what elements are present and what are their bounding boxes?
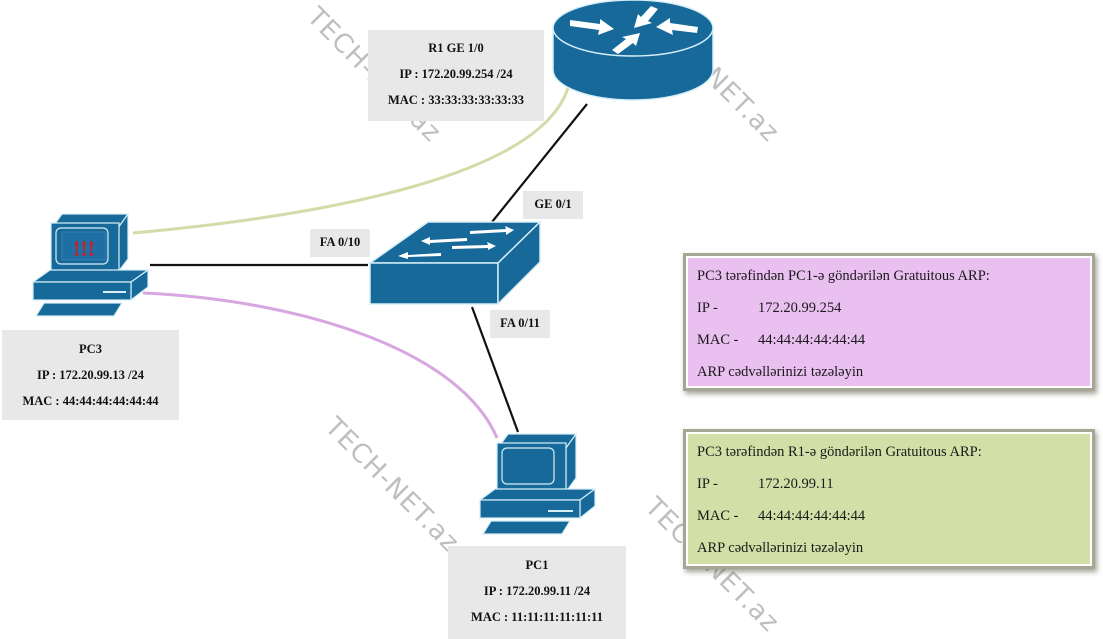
- arp-ip-key: IP -: [697, 476, 718, 492]
- arp-ip-value: 172.20.99.11: [758, 476, 834, 492]
- arp-note: ARP cədvəllərinizi təzələyin: [697, 364, 864, 380]
- r1-info-label: R1 GE 1/0 IP : 172.20.99.254 /24 MAC : 3…: [368, 30, 544, 121]
- arp-mac-value: 44:44:44:44:44:44: [758, 332, 866, 348]
- pc3-info-label: PC3 IP : 172.20.99.13 /24 MAC : 44:44:44…: [2, 330, 179, 420]
- arp-note: ARP cədvəllərinizi təzələyin: [697, 540, 864, 556]
- pc1-info-label: PC1 IP : 172.20.99.11 /24 MAC : 11:11:11…: [448, 546, 626, 639]
- arp-message-to-pc1: PC3 tərəfindən PC1-ə göndərilən Gratuito…: [686, 256, 1092, 388]
- arp-ip-row: IP - 172.20.99.11: [697, 476, 834, 493]
- port-label-ge-0-1: GE 0/1: [523, 191, 583, 219]
- link-r1-switch: [491, 103, 588, 223]
- arp-mac-key: MAC -: [697, 332, 739, 348]
- arp-title: PC3 tərəfindən PC1-ə göndərilən Gratuito…: [697, 268, 990, 284]
- r1-interface: R1 GE 1/0: [428, 41, 484, 55]
- link-pc3-pc1-gratuitous-arp: [142, 291, 499, 439]
- arp-ip-row: IP - 172.20.99.254: [697, 300, 841, 317]
- arp-mac-row: MAC - 44:44:44:44:44:44: [697, 332, 865, 349]
- link-pc3-r1-gratuitous-arp: [132, 87, 570, 235]
- pc1-name: PC1: [525, 558, 549, 572]
- arp-title: PC3 tərəfindən R1-ə göndərilən Gratuitou…: [697, 444, 982, 460]
- pc1-icon[interactable]: [478, 432, 597, 535]
- pc1-mac: MAC : 11:11:11:11:11:11: [471, 610, 603, 624]
- r1-ip: IP : 172.20.99.254 /24: [399, 67, 513, 81]
- arp-ip-value: 172.20.99.254: [758, 300, 842, 316]
- port-label-fa-0-10: FA 0/10: [310, 229, 370, 257]
- arp-mac-row: MAC - 44:44:44:44:44:44: [697, 508, 865, 525]
- pc3-mac: MAC : 44:44:44:44:44:44: [22, 394, 159, 408]
- arp-mac-key: MAC -: [697, 508, 739, 524]
- arp-mac-value: 44:44:44:44:44:44: [758, 508, 866, 524]
- pc3-ip: IP : 172.20.99.13 /24: [37, 368, 144, 382]
- pc3-alert-text: !!!: [73, 236, 95, 261]
- arp-ip-key: IP -: [697, 300, 718, 316]
- pc3-name: PC3: [79, 342, 102, 356]
- link-switch-pc1: [470, 306, 520, 433]
- router-icon[interactable]: [552, 0, 714, 101]
- pc3-icon[interactable]: [31, 212, 150, 317]
- pc1-ip: IP : 172.20.99.11 /24: [483, 584, 591, 598]
- switch-icon[interactable]: [367, 220, 542, 306]
- arp-message-to-r1: PC3 tərəfindən R1-ə göndərilən Gratuitou…: [686, 432, 1092, 566]
- port-label-fa-0-11: FA 0/11: [490, 310, 550, 338]
- r1-mac: MAC : 33:33:33:33:33:33: [387, 93, 525, 107]
